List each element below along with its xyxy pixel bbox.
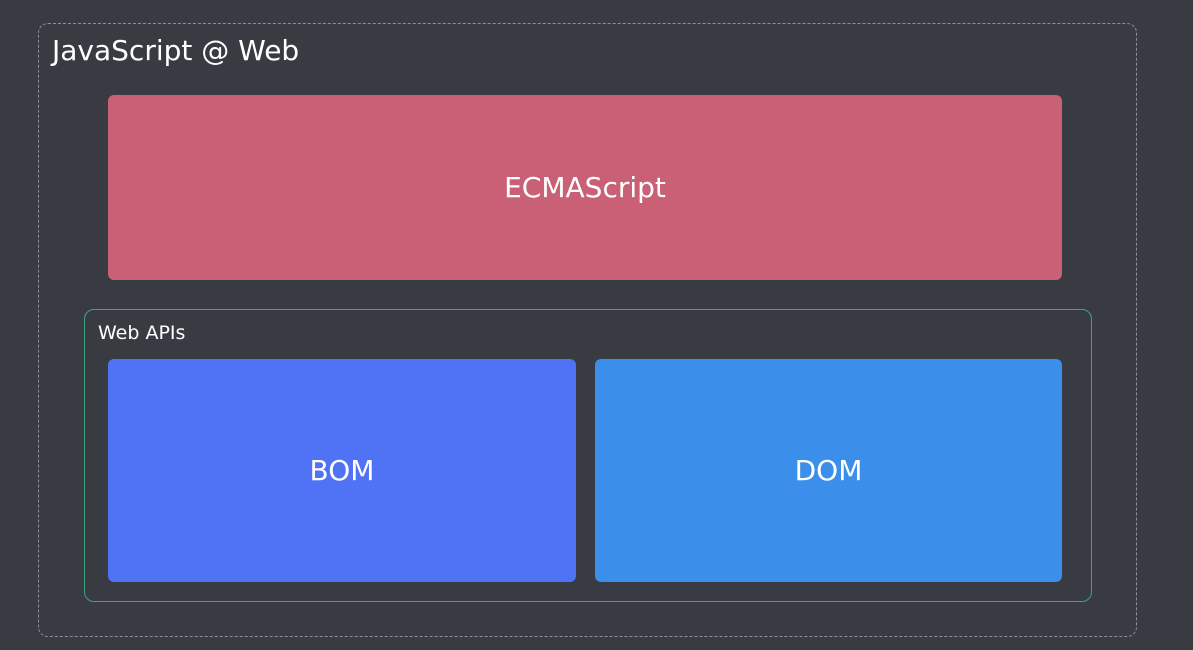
ecmascript-block: ECMAScript <box>108 95 1062 280</box>
javascript-web-frame <box>38 23 1137 637</box>
web-apis-frame <box>84 309 1092 602</box>
bom-block: BOM <box>108 359 576 582</box>
dom-block: DOM <box>595 359 1062 582</box>
web-apis-label: Web APIs <box>98 322 186 344</box>
diagram-title: JavaScript @ Web <box>52 34 300 67</box>
